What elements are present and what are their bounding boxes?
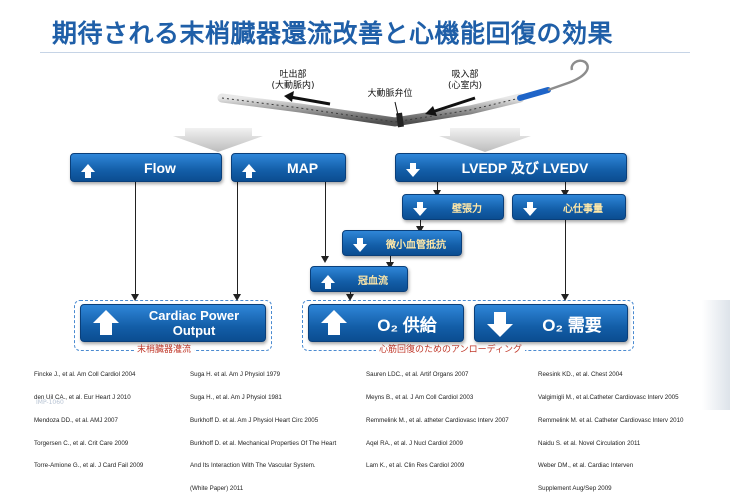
arrowhead (346, 294, 354, 301)
references-col2: Suga H. et al. Am J Physiol 1979 Suga H.… (190, 356, 336, 500)
arrowhead (321, 256, 329, 263)
connector-wall-micro (420, 218, 421, 228)
ref-item: den Uil CA., et al. Eur Heart J 2010 (34, 393, 131, 401)
arrowhead (561, 294, 569, 301)
arrow-down-icon (402, 162, 424, 177)
o2-demand-box: O₂ 需要 (474, 304, 628, 342)
ref-item: Meyns B., et al. J Am Coll Cardiol 2003 (366, 393, 474, 401)
cpo-line1: Cardiac Power (148, 308, 240, 323)
arrow-down-icon (519, 202, 541, 216)
wall-stress-box: 壁張力 (402, 194, 504, 220)
ref-item: Fincke J., et al. Am Coll Cardiol 2004 (34, 371, 136, 379)
funnel-arrow-right (439, 128, 531, 152)
connector-lvedp-work (565, 180, 566, 192)
ref-item: Aqel RA., et al. J Nucl Cardiol 2009 (366, 439, 463, 447)
arrow-up-icon (89, 309, 123, 335)
funnel-arrow-left (173, 128, 263, 152)
ref-item: Valgimigli M., et al.Catheter Cardiovasc… (538, 393, 679, 401)
arrowhead (416, 226, 424, 233)
page-curl-decoration (702, 300, 730, 410)
ref-item: Remmelink M., et al. atheter Cardiovasc … (366, 416, 509, 424)
flow-box: Flow (70, 153, 222, 182)
ref-item: Sauren LDC., et al. Artif Organs 2007 (366, 371, 469, 379)
arrow-up-icon (238, 163, 260, 178)
cardiac-power-output-box: Cardiac Power Output (80, 304, 266, 342)
footer-code: IMP-1060 (36, 399, 64, 406)
valve-label: 大動脈弁位 (367, 89, 413, 99)
inflow-arrow (425, 96, 476, 116)
map-label: MAP (286, 159, 319, 176)
arrow-up-icon (317, 275, 339, 289)
impella-catheter-illustration (173, 59, 589, 152)
cardiac-work-box: 心仕事量 (512, 194, 626, 220)
connector-micro-coronary (390, 254, 391, 264)
connector-coronary-supply (350, 290, 351, 296)
references-col4: Reesink KD., et al. Chest 2004 Valgimigl… (538, 356, 683, 500)
microvascular-box: 微小血管抵抗 (342, 230, 462, 256)
title-divider (40, 52, 690, 53)
flow-label: Flow (144, 159, 176, 176)
connector-map-coronary (325, 180, 326, 256)
arrow-down-icon (409, 202, 431, 216)
coronary-box: 冠血流 (310, 266, 408, 292)
connector-map-cpo (237, 180, 238, 296)
inlet-label: 吸入部 (心室内) (447, 70, 483, 91)
o2-supply-label: O₂ 供給 (377, 315, 437, 335)
wall-stress-label: 壁張力 (452, 203, 482, 215)
cpo-line2: Output (172, 323, 216, 338)
microvascular-label: 微小血管抵抗 (386, 239, 446, 251)
lvedp-label: LVEDP 及び LVEDV (461, 159, 589, 176)
ref-item: And Its Interaction With The Vascular Sy… (190, 462, 316, 470)
ref-item: Reesink KD., et al. Chest 2004 (538, 371, 623, 379)
arrow-up-icon (317, 309, 351, 335)
ref-item: Naidu S. et al. Novel Circulation 2011 (538, 439, 641, 447)
references-col1: Fincke J., et al. Am Coll Cardiol 2004 d… (34, 356, 143, 478)
arrowhead (561, 190, 569, 197)
lvedp-box: LVEDP 及び LVEDV (395, 153, 627, 182)
ref-item: Torre-Amione G., et al. J Card Fail 2009 (34, 462, 144, 470)
connector-flow-cpo (135, 180, 136, 296)
unloading-group-label: 心筋回復のためのアンローディング (376, 342, 526, 355)
outflow-arrow (284, 91, 331, 106)
ref-item: Remmelink M. et al. Catheter Cardiovasc … (538, 416, 684, 424)
ref-item: Suga H., et al. Am J Physiol 1981 (190, 393, 282, 401)
arrowhead (131, 294, 139, 301)
ref-item: Mendoza DD., et al. AMJ 2007 (34, 416, 118, 424)
page-title: 期待される末梢臓器還流改善と心機能回復の効果 (52, 19, 614, 48)
arrowhead (233, 294, 241, 301)
ref-item: Weber DM., et al. Cardiac Interven (538, 462, 634, 470)
arrow-up-icon (77, 163, 99, 178)
coronary-label: 冠血流 (358, 275, 388, 287)
ref-item: (White Paper) 2011 (190, 485, 244, 493)
cardiac-work-label: 心仕事量 (563, 203, 603, 215)
ref-item: Torgersen C., et al. Crit Care 2009 (34, 439, 129, 447)
ref-item: Burkhoff D. et al. Am J Physiol Heart Ci… (190, 416, 319, 424)
outlet-label: 吐出部 (大動脈内) (271, 70, 315, 91)
ref-item: Suga H. et al. Am J Physiol 1979 (190, 371, 281, 379)
ref-item: Burkhoff D. et al. Mechanical Properties… (190, 439, 337, 447)
arrow-down-icon (483, 311, 517, 337)
arrowhead (386, 262, 394, 269)
o2-supply-box: O₂ 供給 (308, 304, 464, 342)
o2-demand-label: O₂ 需要 (542, 315, 602, 335)
connector-lvedp-wall (437, 180, 438, 192)
ref-item: Supplement Aug/Sep 2009 (538, 485, 612, 493)
arrow-down-icon (349, 238, 371, 252)
map-box: MAP (231, 153, 346, 182)
ref-item: Lam K., et al. Clin Res Cardiol 2009 (366, 462, 465, 470)
references-col3: Sauren LDC., et al. Artif Organs 2007 Me… (366, 356, 509, 478)
perfusion-group-label: 末梢臓器灌流 (134, 342, 195, 355)
connector-work-demand (565, 218, 566, 296)
arrowhead (433, 190, 441, 197)
